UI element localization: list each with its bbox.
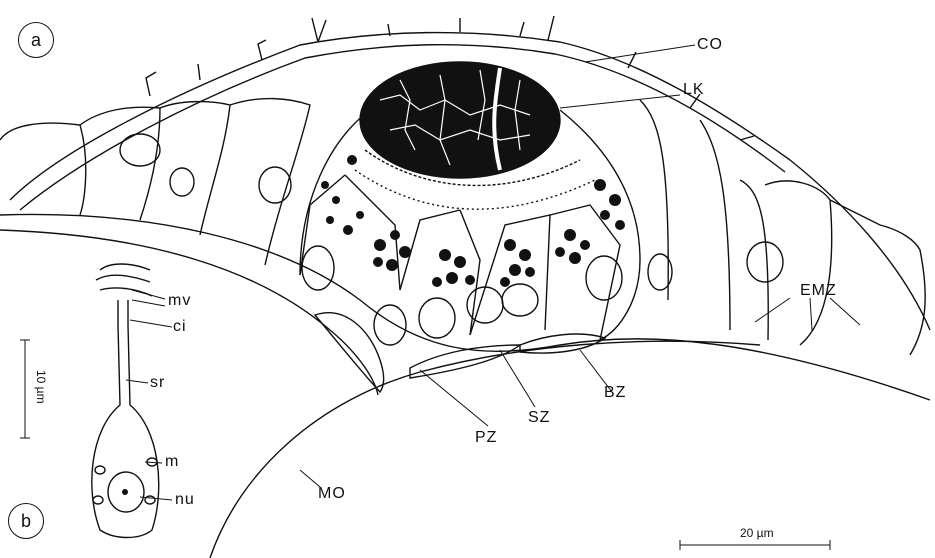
panel-b-text: b bbox=[21, 511, 31, 532]
left-body-outline bbox=[0, 230, 378, 395]
label-MO: MO bbox=[318, 486, 346, 502]
label-SZ: SZ bbox=[528, 410, 550, 426]
panel-label-a: a bbox=[18, 22, 54, 58]
label-mv: mv bbox=[168, 293, 191, 309]
mo-outline bbox=[210, 341, 760, 558]
panel-label-b: b bbox=[8, 503, 44, 539]
isolated-cell bbox=[92, 264, 159, 538]
label-m: m bbox=[165, 454, 179, 470]
label-BZ: BZ bbox=[604, 385, 626, 401]
label-sr: sr bbox=[150, 375, 165, 391]
label-PZ: PZ bbox=[475, 430, 497, 446]
label-CO: CO bbox=[697, 37, 723, 53]
basement-membrane bbox=[0, 214, 930, 400]
label-nu: nu bbox=[175, 492, 195, 508]
panel-a-text: a bbox=[31, 30, 41, 51]
lens-LK bbox=[360, 62, 560, 178]
label-EMZ: EMZ bbox=[800, 283, 837, 299]
scale-bar-horizontal-label: 20 µm bbox=[740, 527, 774, 539]
label-ci: ci bbox=[173, 319, 187, 335]
scale-bar-vertical-label: 10 µm bbox=[34, 370, 48, 404]
label-LK: LK bbox=[683, 82, 705, 98]
